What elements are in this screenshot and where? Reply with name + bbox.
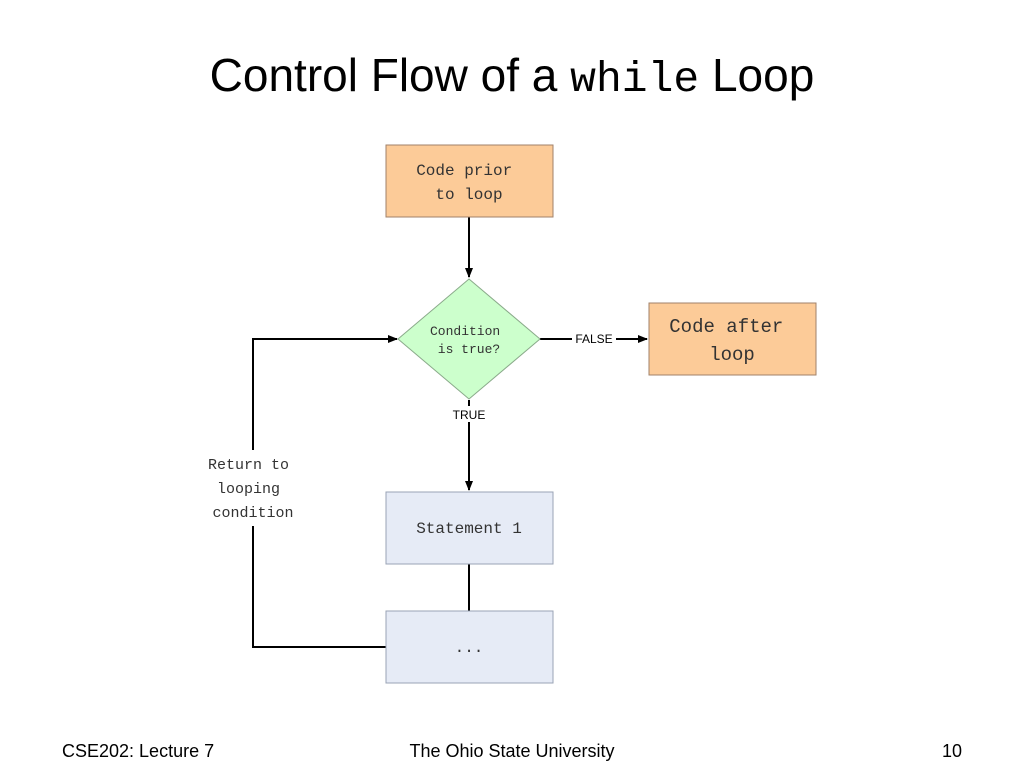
node-code-prior	[385, 144, 554, 218]
node-label-line: is true?	[438, 342, 500, 357]
footer-course: CSE202: Lecture 7	[62, 741, 215, 761]
node-condition-label: Condition is true?	[430, 324, 508, 357]
node-condition-diamond	[397, 278, 541, 400]
node-code-after	[648, 302, 817, 376]
loop-label: Return to looping condition	[208, 457, 298, 522]
node-label-line: to loop	[435, 186, 502, 204]
footer-page-number: 10	[941, 741, 962, 761]
loop-label-line: condition	[212, 505, 293, 522]
true-edge-label: TRUE	[453, 408, 486, 422]
title-prefix: Control Flow of a	[209, 49, 571, 101]
loop-label-line: Return to	[208, 457, 289, 474]
node-label-line: loop	[709, 344, 755, 366]
footer-institution: The Ohio State University	[409, 741, 615, 761]
false-edge-label: FALSE	[575, 332, 612, 346]
node-label-line: Code after	[669, 316, 783, 338]
node-ellipsis	[385, 610, 554, 684]
node-label-line: Code prior	[416, 162, 512, 180]
node-statement-1	[385, 491, 554, 565]
node-ellipsis-label: ...	[455, 639, 484, 657]
node-statement-1-label: Statement 1	[416, 520, 522, 538]
slide-title: Control Flow of a while Loop	[0, 48, 1024, 104]
node-label-line: ...	[455, 639, 484, 657]
loop-label-line: looping	[217, 481, 280, 498]
node-code-after-label: Code after loop	[669, 316, 794, 366]
node-label-line: Statement 1	[416, 520, 522, 538]
title-code-keyword: while	[570, 55, 700, 104]
node-code-prior-label: Code prior to loop	[416, 162, 522, 204]
title-suffix: Loop	[699, 49, 815, 101]
node-label-line: Condition	[430, 324, 500, 339]
